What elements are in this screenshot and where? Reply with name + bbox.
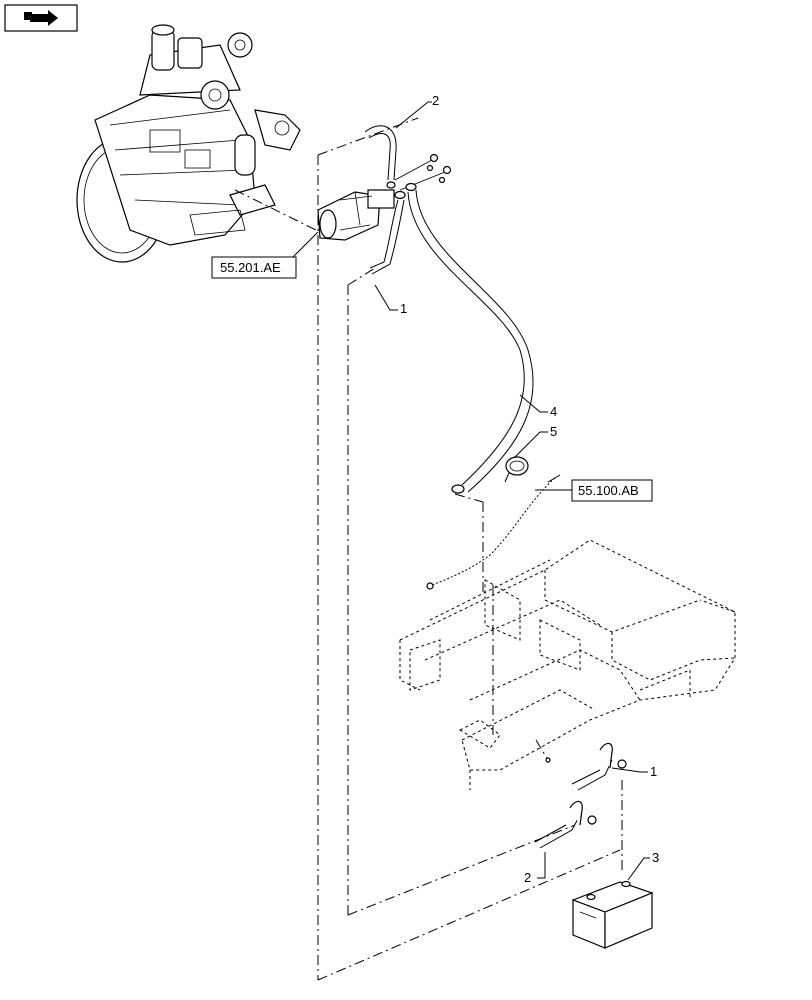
callout-leaders	[289, 101, 650, 881]
cable-4-long	[405, 182, 534, 494]
next-page-arrow-icon[interactable]	[4, 4, 78, 32]
callout-1-upper: 1	[400, 301, 407, 316]
harness-braided	[426, 474, 561, 590]
tie-strap-5	[504, 456, 529, 483]
reference-starter-text: 55.201.AE	[220, 260, 281, 275]
reference-box-starter[interactable]: 55.201.AE	[211, 256, 297, 279]
reference-box-harness[interactable]: 55.100.AB	[571, 479, 653, 502]
cable-2-lower	[534, 800, 597, 849]
cable-1-upper	[369, 190, 406, 275]
phantom-lines	[234, 117, 623, 981]
callout-5: 5	[550, 424, 557, 439]
callout-1-lower: 1	[650, 764, 657, 779]
cable-1-lower	[571, 742, 627, 791]
reference-harness-text: 55.100.AB	[578, 483, 639, 498]
battery	[571, 880, 654, 949]
callout-2-lower: 2	[524, 870, 531, 885]
callout-2-upper: 2	[432, 93, 439, 108]
callout-3: 3	[652, 850, 659, 865]
frame-chassis	[399, 539, 736, 790]
callout-4: 4	[550, 404, 557, 419]
starter-motor	[317, 189, 395, 241]
engine-illustration	[76, 24, 301, 263]
starter-terminal-nuts	[394, 153, 452, 191]
cable-2-upper	[364, 125, 397, 189]
